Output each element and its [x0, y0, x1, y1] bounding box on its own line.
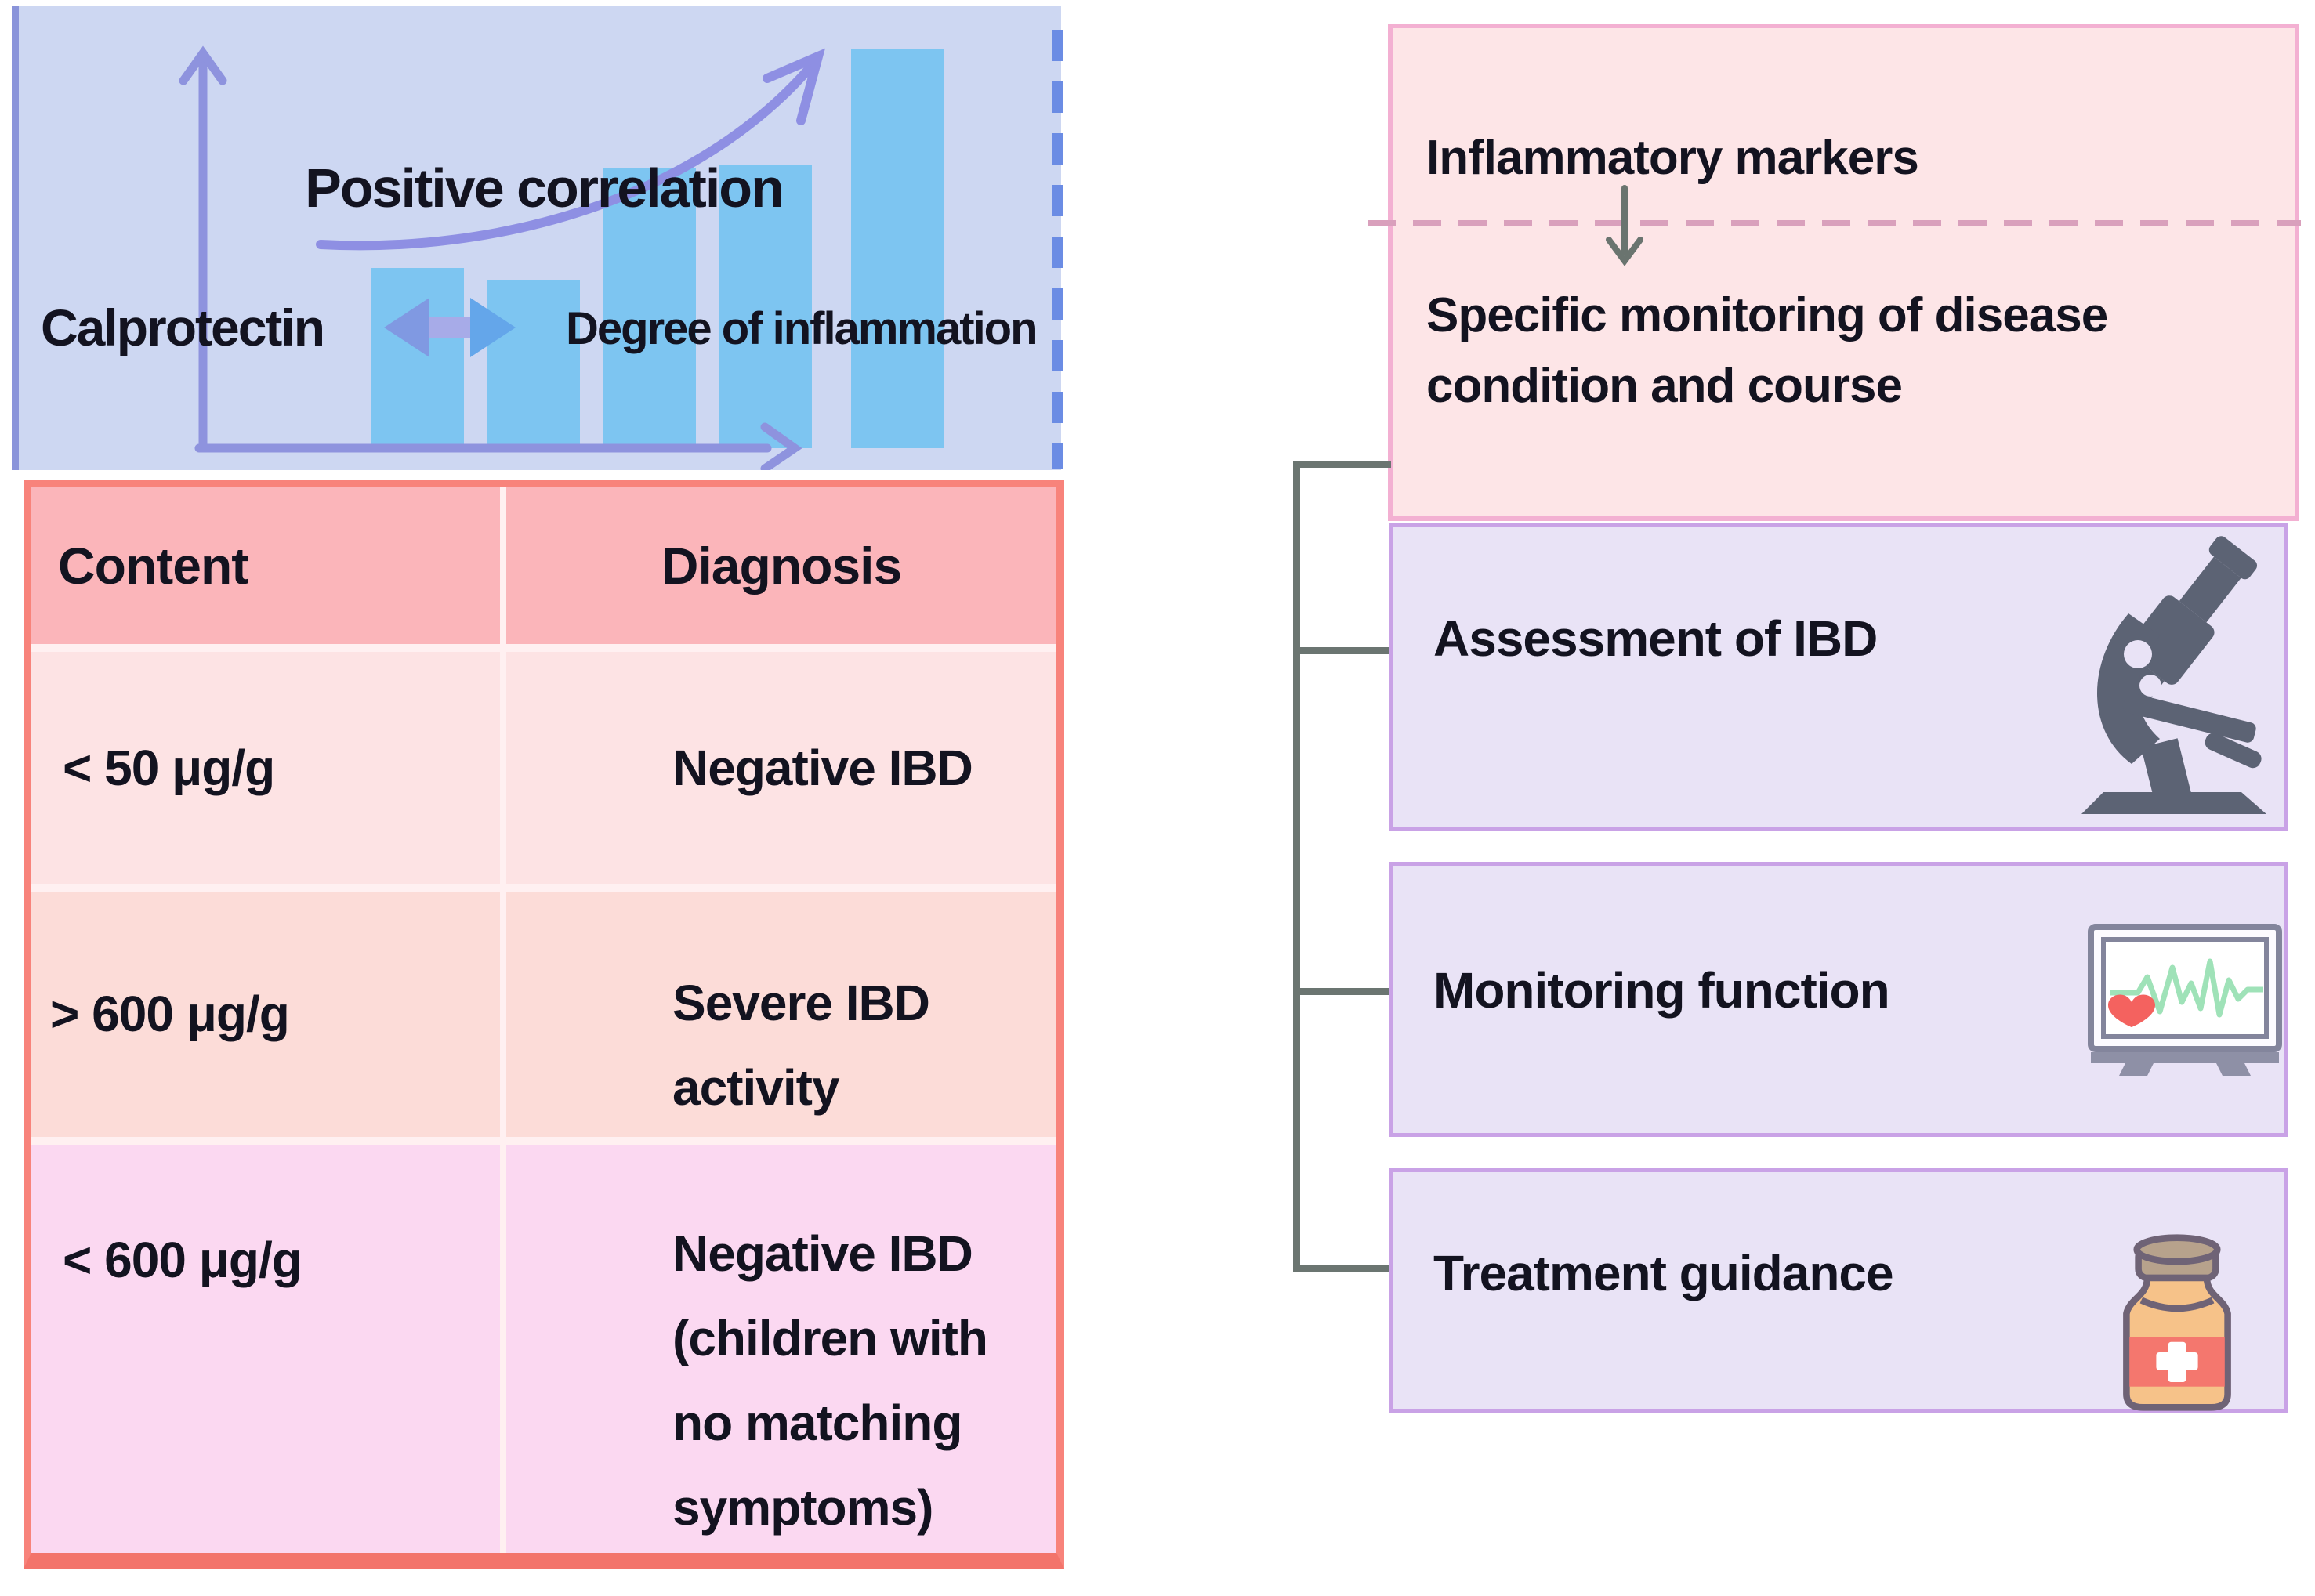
trend-curve-arrow-icon [316, 48, 826, 251]
bar [719, 165, 812, 448]
content-value: < 50 μg/g [63, 739, 275, 796]
bidirectional-arrow-icon [384, 298, 516, 357]
inflammatory-markers-label: Inflammatory markers [1426, 131, 1919, 185]
bracket-stub-treatment [1293, 1265, 1391, 1272]
bracket-stub-top [1293, 461, 1391, 468]
diagnosis-value: Negative IBD (children with no matching … [672, 1225, 988, 1536]
diagnosis-value: Negative IBD [672, 739, 973, 796]
flow-box-treatment: Treatment guidance [1389, 1168, 2288, 1413]
table-header-content: Content [31, 487, 500, 644]
bar [371, 268, 464, 448]
down-arrow-icon [1606, 185, 1643, 266]
bar [851, 49, 944, 448]
bar [603, 168, 696, 448]
content-value: < 600 μg/g [63, 1232, 303, 1288]
ecg-monitor-icon [2088, 924, 2282, 1076]
table-cell-content-row2: > 600 μg/g [31, 892, 500, 1137]
flow-box-assessment: Assessment of IBD [1389, 523, 2288, 831]
bracket-connector [1293, 461, 1300, 1272]
dashed-divider-vertical [1052, 30, 1063, 469]
table-cell-content-row3: < 600 μg/g [31, 1145, 500, 1553]
treatment-label: Treatment guidance [1433, 1245, 1894, 1301]
table-header-diagnosis-label: Diagnosis [661, 536, 902, 595]
table-cell-diagnosis-row3: Negative IBD (children with no matching … [506, 1145, 1056, 1553]
calprotectin-label: Calprotectin [41, 299, 325, 356]
calprotectin-table: Content Diagnosis < 50 μg/g Negative IBD… [24, 480, 1064, 1569]
medicine-bottle-icon [2123, 1234, 2231, 1411]
bracket-stub-assessment [1293, 647, 1391, 654]
dashed-divider-horizontal [1368, 220, 2301, 226]
diagnosis-value: Severe IBD activity [672, 975, 930, 1116]
bar-series [371, 49, 944, 448]
positive-correlation-label: Positive correlation [305, 157, 784, 219]
bar [487, 280, 580, 448]
monitoring-label: Monitoring function [1433, 962, 1890, 1019]
table-cell-content-row1: < 50 μg/g [31, 652, 500, 884]
inflammatory-markers-panel: Inflammatory markers Specific monitoring… [1388, 24, 2299, 521]
assessment-label: Assessment of IBD [1433, 610, 1878, 667]
table-header-diagnosis: Diagnosis [506, 487, 1056, 644]
correlation-panel: Positive correlation Calprotectin Degree… [12, 6, 1063, 470]
table-cell-diagnosis-row1: Negative IBD [506, 652, 1056, 884]
microscope-icon [2081, 536, 2266, 814]
content-value: > 600 μg/g [50, 986, 290, 1043]
correlation-chart [179, 45, 944, 470]
degree-of-inflammation-label: Degree of inflammation [566, 303, 1038, 354]
specific-monitoring-label: Specific monitoring of disease condition… [1426, 288, 2108, 413]
axes [179, 45, 802, 470]
table-cell-diagnosis-row2: Severe IBD activity [506, 892, 1056, 1137]
x-axis-arrow-icon [760, 422, 802, 470]
y-axis-arrow-icon [179, 45, 227, 85]
bracket-stub-monitoring [1293, 988, 1391, 995]
flow-box-monitoring: Monitoring function [1389, 862, 2288, 1137]
table-header-content-label: Content [58, 536, 248, 595]
